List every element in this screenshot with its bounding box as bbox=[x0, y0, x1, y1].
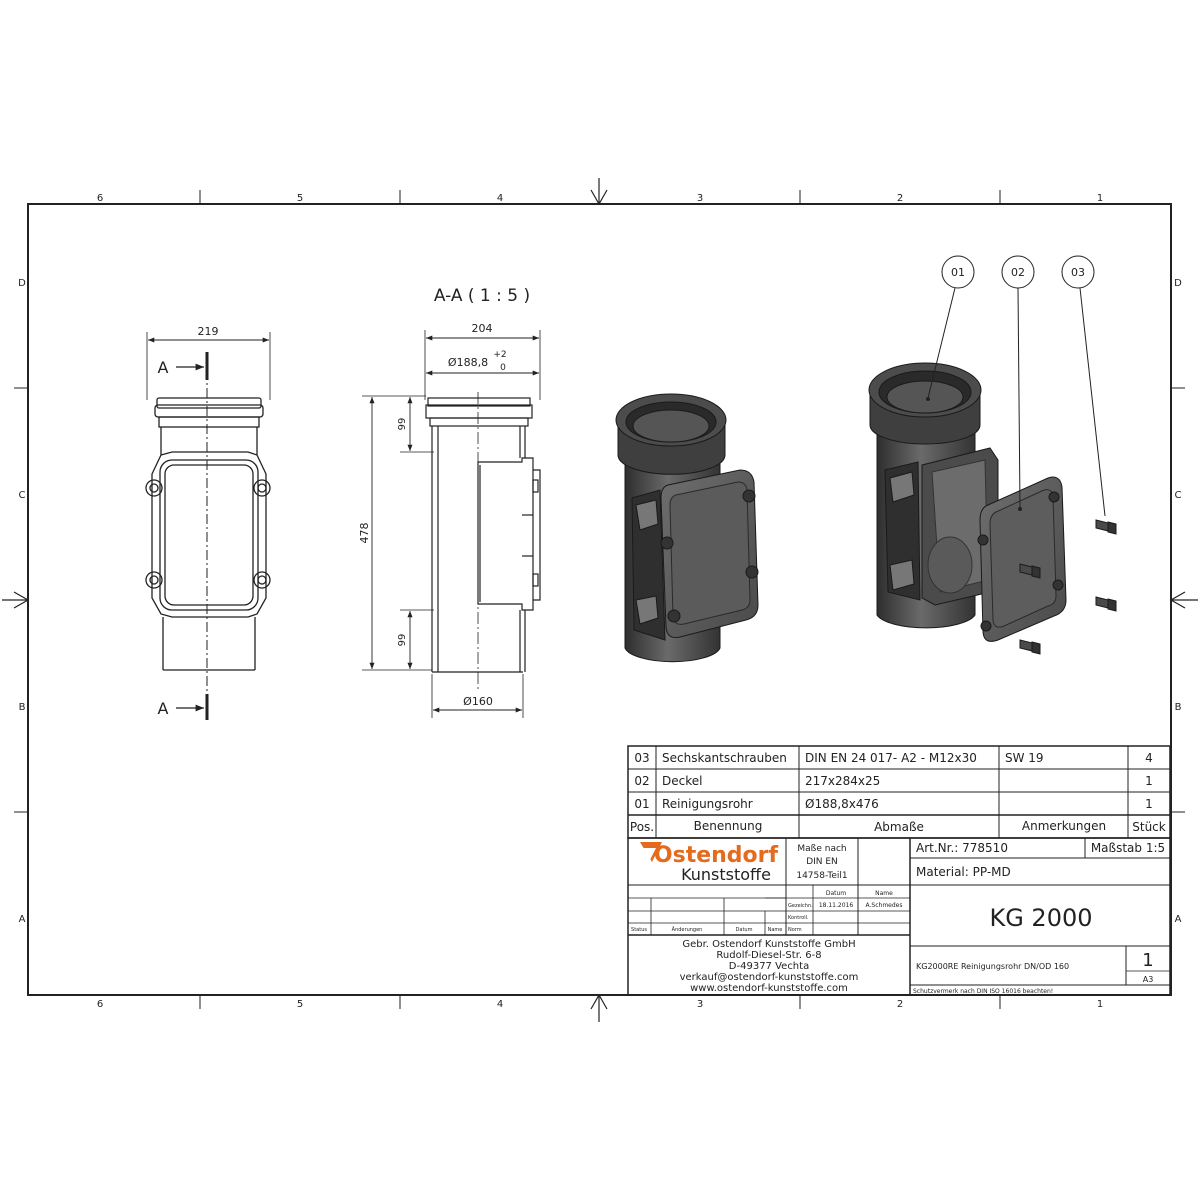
section-view-title: A-A ( 1 : 5 ) bbox=[434, 286, 530, 306]
section-bottom-diameter: Ø160 bbox=[463, 695, 493, 708]
section-height-dimension: 478 bbox=[358, 523, 371, 544]
zone-col-6-top: 6 bbox=[97, 193, 103, 204]
drawing-scale: Maßstab 1:5 bbox=[1091, 841, 1165, 855]
section-diameter-dimension: Ø188,8 bbox=[448, 356, 488, 369]
article-number: Art.Nr.: 778510 bbox=[916, 841, 1008, 855]
section-tolerance-upper: +2 bbox=[493, 350, 506, 360]
front-view bbox=[145, 332, 271, 720]
zone-col-2-top: 2 bbox=[897, 193, 903, 204]
zone-row-b-right: B bbox=[1175, 702, 1182, 713]
material: Material: PP-MD bbox=[916, 865, 1011, 879]
zone-row-a-left: A bbox=[19, 914, 26, 925]
parts-header-notes: Anmerkungen bbox=[1022, 819, 1106, 833]
section-spigot-dimension: 99 bbox=[397, 634, 408, 647]
parts-row-1-dims: DIN EN 24 017- A2 - M12x30 bbox=[805, 751, 977, 765]
rev-col-datum: Datum bbox=[826, 890, 846, 897]
parts-row-3-dims: Ø188,8x476 bbox=[805, 797, 879, 811]
zone-row-d-right: D bbox=[1174, 278, 1182, 289]
row-kontroll: Kontroll. bbox=[788, 915, 809, 921]
parts-row-1-pos: 03 bbox=[634, 751, 649, 765]
parts-header-dims: Abmaße bbox=[874, 820, 924, 834]
zone-row-b-left: B bbox=[19, 702, 26, 713]
sheet-number: 1 bbox=[1142, 950, 1153, 971]
section-tolerance-lower: 0 bbox=[500, 363, 506, 373]
zone-row-c-right: C bbox=[1175, 490, 1182, 501]
logo-wordmark-bottom: Kunststoffe bbox=[681, 865, 771, 884]
zone-col-2-bottom: 2 bbox=[897, 999, 903, 1010]
isometric-assembled-pipe bbox=[615, 393, 759, 663]
rev-col-name: Name bbox=[875, 890, 893, 897]
row-gezeichnet: Gezeichn. bbox=[788, 903, 813, 909]
section-view bbox=[362, 330, 541, 718]
standard-line-1: Maße nach bbox=[797, 844, 846, 854]
drawn-by: A.Schmedes bbox=[866, 902, 903, 909]
parts-header-qty: Stück bbox=[1132, 820, 1166, 834]
title-block-grid bbox=[627, 837, 1171, 996]
standard-line-2: DIN EN bbox=[806, 857, 838, 867]
parts-row-2-qty: 1 bbox=[1145, 774, 1153, 788]
balloon-02: 02 bbox=[1011, 266, 1025, 279]
company-city: D-49377 Vechta bbox=[729, 961, 809, 972]
balloon-01: 01 bbox=[951, 266, 965, 279]
zone-col-3-bottom: 3 bbox=[697, 999, 703, 1010]
rev-status: Status bbox=[631, 927, 647, 933]
company-email[interactable]: verkauf@ostendorf-kunststoffe.com bbox=[680, 972, 859, 983]
parts-header-pos: Pos. bbox=[630, 820, 654, 834]
zone-row-d-left: D bbox=[18, 278, 26, 289]
protection-note: Schutzvermerk nach DIN ISO 16016 beachte… bbox=[913, 988, 1053, 995]
parts-row-2-dims: 217x284x25 bbox=[805, 774, 880, 788]
rev-date: Datum bbox=[736, 927, 753, 933]
company-street: Rudolf-Diesel-Str. 6-8 bbox=[716, 950, 821, 961]
parts-row-1-notes: SW 19 bbox=[1005, 751, 1044, 765]
zone-col-1-bottom: 1 bbox=[1097, 999, 1103, 1010]
zone-col-5-bottom: 5 bbox=[297, 999, 303, 1010]
parts-header-name: Benennung bbox=[694, 819, 763, 833]
parts-row-3-qty: 1 bbox=[1145, 797, 1153, 811]
zone-col-5-top: 5 bbox=[297, 193, 303, 204]
parts-row-2-pos: 02 bbox=[634, 774, 649, 788]
date-drawn: 18.11.2016 bbox=[819, 902, 854, 909]
section-socket-dimension: 99 bbox=[397, 418, 408, 431]
company-website[interactable]: www.ostendorf-kunststoffe.com bbox=[690, 983, 848, 994]
isometric-exploded-pipe bbox=[868, 362, 1117, 655]
parts-row-3-pos: 01 bbox=[634, 797, 649, 811]
front-view-width-dimension: 219 bbox=[198, 325, 219, 338]
row-norm: Norm bbox=[788, 927, 802, 933]
parts-row-1-name: Sechskantschrauben bbox=[662, 751, 787, 765]
zone-row-c-left: C bbox=[19, 490, 26, 501]
drawing-frame: 6 5 4 3 2 1 6 5 4 3 2 1 D C B A D C B A bbox=[2, 178, 1198, 1022]
zone-col-4-top: 4 bbox=[497, 193, 503, 204]
section-marker-top: A bbox=[158, 358, 169, 377]
section-width-dimension: 204 bbox=[472, 322, 493, 335]
logo-wordmark-top: Ostendorf bbox=[654, 843, 779, 868]
product-title: KG 2000 bbox=[989, 904, 1092, 932]
company-name: Gebr. Ostendorf Kunststoffe GmbH bbox=[682, 939, 855, 950]
parts-row-1-qty: 4 bbox=[1145, 751, 1153, 765]
zone-col-4-bottom: 4 bbox=[497, 999, 503, 1010]
rev-changes: Änderungen bbox=[672, 926, 703, 933]
parts-row-2-name: Deckel bbox=[662, 774, 702, 788]
paper-format: A3 bbox=[1143, 975, 1154, 984]
zone-col-6-bottom: 6 bbox=[97, 999, 103, 1010]
balloon-03: 03 bbox=[1071, 266, 1085, 279]
drawing-description: KG2000RE Reinigungsrohr DN/OD 160 bbox=[916, 962, 1069, 971]
parts-row-3-name: Reinigungsrohr bbox=[662, 797, 753, 811]
part-balloons bbox=[927, 255, 1106, 517]
zone-row-a-right: A bbox=[1175, 914, 1182, 925]
zone-col-3-top: 3 bbox=[697, 193, 703, 204]
rev-name: Name bbox=[768, 927, 783, 933]
ostendorf-logo bbox=[640, 842, 662, 862]
section-marker-bottom: A bbox=[158, 699, 169, 718]
standard-line-3: 14758-Teil1 bbox=[796, 871, 847, 881]
zone-col-1-top: 1 bbox=[1097, 193, 1103, 204]
